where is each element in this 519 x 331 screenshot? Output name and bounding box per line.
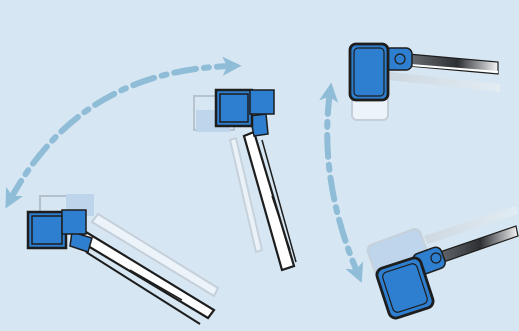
swivel-arc-arrow [319, 82, 364, 283]
mop-upper-center [193, 88, 297, 272]
mop-top-right [348, 42, 500, 121]
mop-bottom-right [366, 206, 519, 320]
mop-lower-left [26, 194, 220, 325]
rotation-arc-arrow [5, 56, 242, 209]
